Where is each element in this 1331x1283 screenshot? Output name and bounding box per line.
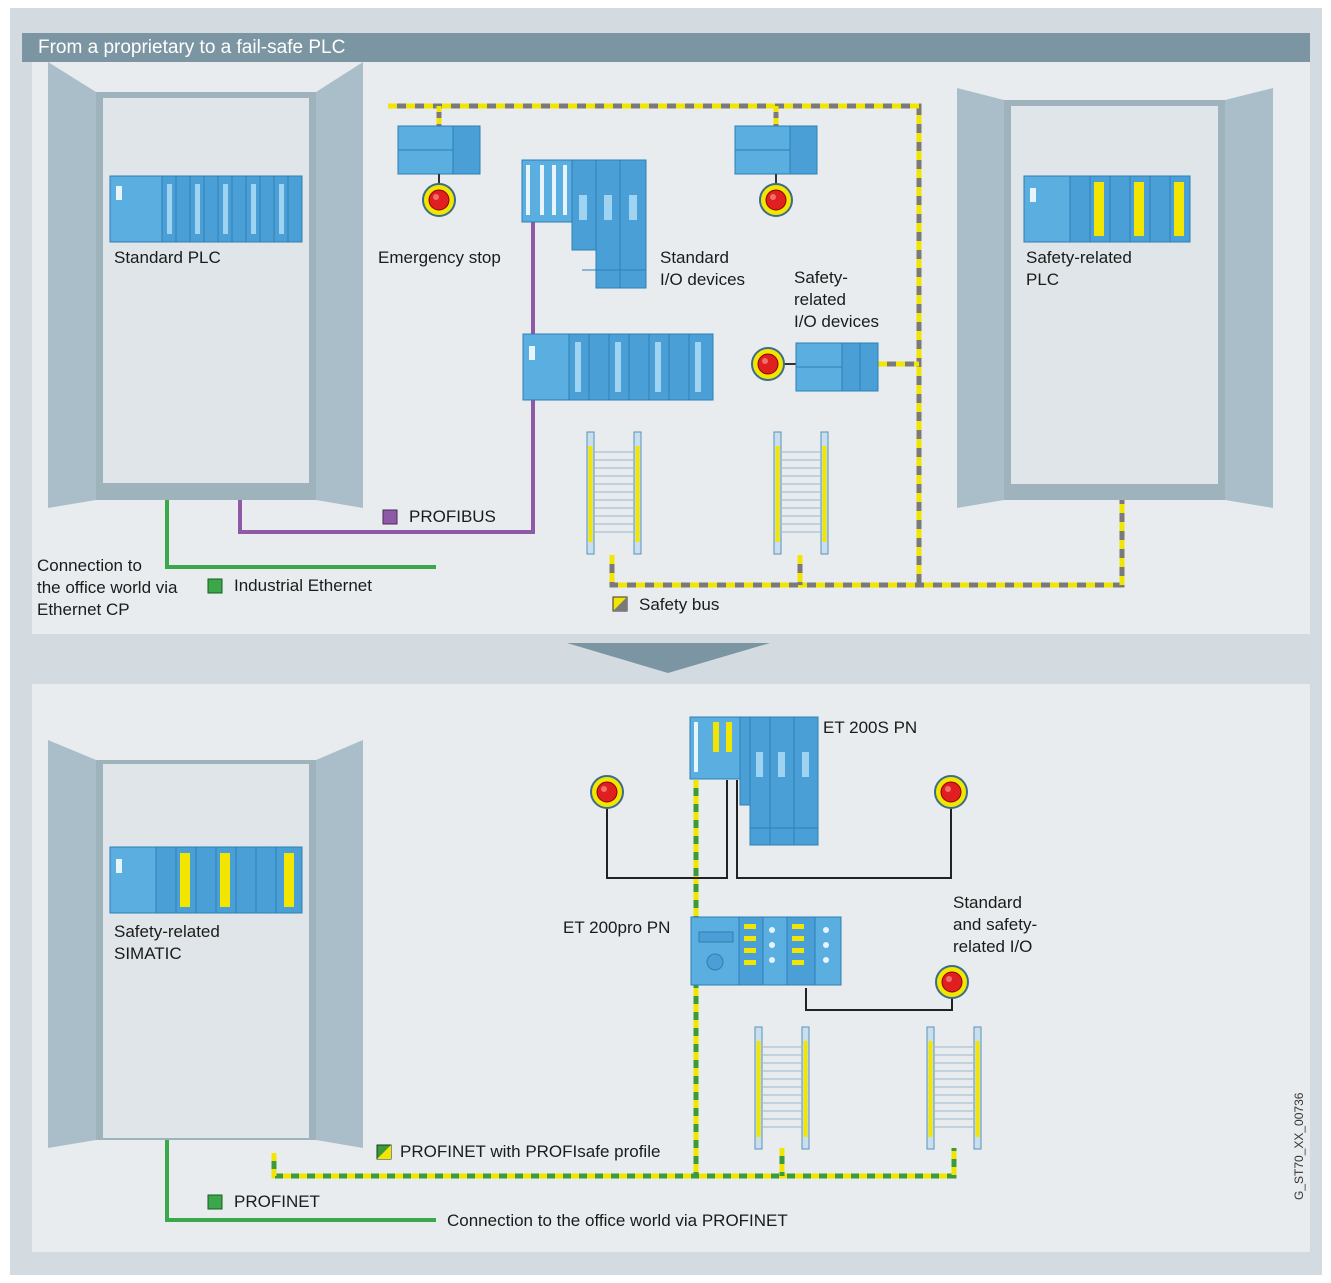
light-curtain: [754, 1026, 810, 1150]
estop-icon: [422, 183, 456, 217]
et200s-pn-device: [689, 716, 819, 846]
safety-bus-label: Safety bus: [639, 595, 720, 614]
et200s-label: ET 200S PN: [823, 718, 918, 737]
profibus-io-rack: [522, 333, 714, 401]
safety-bus-legend-swatch: [612, 596, 628, 612]
light-curtain: [773, 431, 829, 555]
cabinet-simatic: [48, 740, 363, 1148]
et200pro-pn-device: [690, 916, 842, 986]
profinet-office-line: [165, 1140, 436, 1222]
ethernet-line: [165, 500, 436, 569]
safety-plc-rack: [1023, 175, 1191, 243]
standard-io-device: [521, 159, 647, 289]
ethernet-legend-swatch: [207, 578, 223, 594]
profisafe-legend-swatch: [376, 1144, 392, 1160]
et200pro-label: ET 200pro PN: [563, 918, 671, 937]
estop-icon: [934, 775, 968, 809]
profinet-office-connection-label: Connection to the office world via PROFI…: [447, 1211, 788, 1230]
estop-icon: [590, 775, 624, 809]
estop-module-left: [397, 125, 481, 175]
estop-module-right: [734, 125, 818, 175]
io-wiring: [606, 780, 953, 1011]
figure-title: From a proprietary to a fail-safe PLC: [22, 33, 1310, 62]
simatic-rack: [109, 846, 303, 914]
industrial-ethernet-label: Industrial Ethernet: [234, 576, 372, 595]
light-curtain: [586, 431, 642, 555]
cabinet-standard-plc: [48, 62, 363, 508]
profibus-label: PROFIBUS: [409, 507, 496, 526]
profinet-profisafe-label: PROFINET with PROFIsafe profile: [400, 1142, 661, 1161]
profibus-legend-swatch: [382, 509, 398, 525]
estop-icon: [759, 183, 793, 217]
light-curtain: [926, 1026, 982, 1150]
safety-io-device: [795, 342, 879, 392]
estop-icon: [751, 347, 785, 381]
standard-plc-rack: [109, 175, 303, 243]
standard-plc-label: Standard PLC: [114, 248, 221, 267]
emergency-stop-label: Emergency stop: [378, 248, 501, 267]
cabinet-safety-plc: [957, 88, 1273, 508]
estop-icon: [935, 965, 969, 999]
profinet-legend-swatch: [207, 1194, 223, 1210]
safety-bus-lines: [388, 103, 1125, 588]
profinet-label: PROFINET: [234, 1192, 320, 1211]
transition-arrow: [567, 643, 770, 673]
image-id-label: G_ST70_XX_00736: [1292, 1092, 1306, 1200]
profisafe-bus-lines: [271, 780, 957, 1179]
